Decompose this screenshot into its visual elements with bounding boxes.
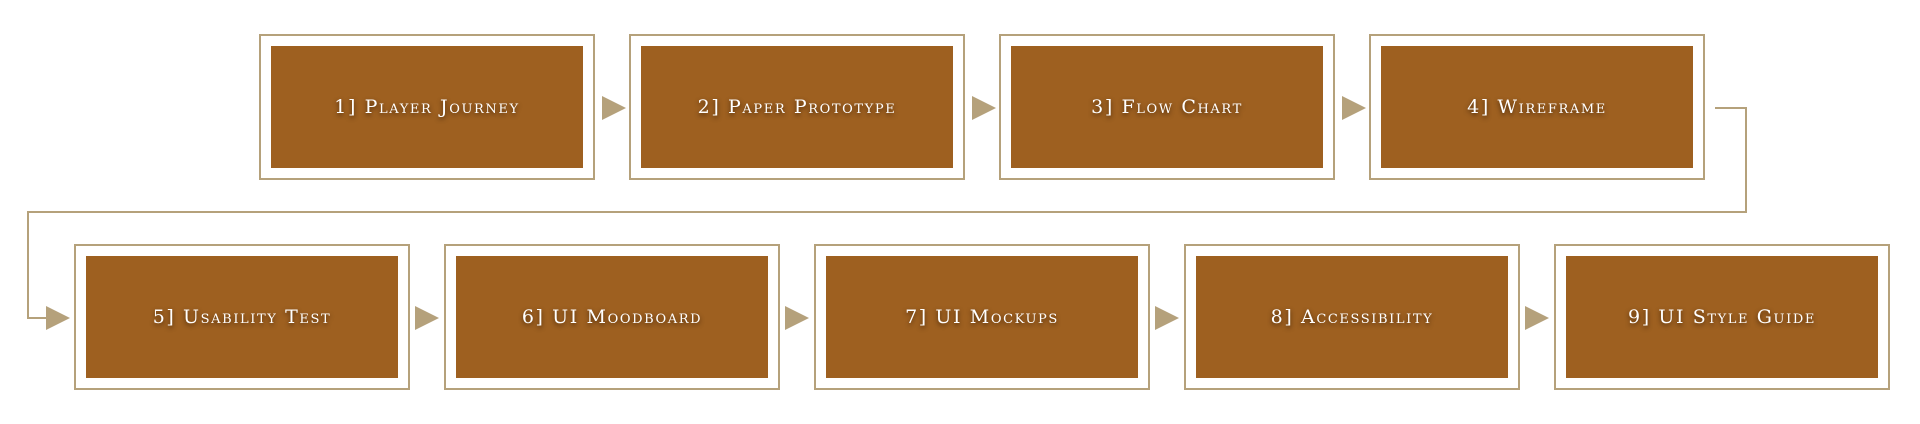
step-box: 9] UI Style Guide — [1554, 244, 1890, 390]
step-label: 4] Wireframe — [1467, 96, 1607, 118]
step-label: 3] Flow Chart — [1091, 96, 1243, 118]
arrow-icon — [602, 96, 626, 120]
step-box: 4] Wireframe — [1369, 34, 1705, 180]
arrow-icon — [1155, 306, 1179, 330]
arrow-icon — [46, 306, 70, 330]
step-fill: 3] Flow Chart — [1011, 46, 1323, 168]
step-label: 6] UI Moodboard — [521, 306, 703, 328]
step-fill: 9] UI Style Guide — [1566, 256, 1878, 378]
step-box: 6] UI Moodboard — [444, 244, 780, 390]
arrow-icon — [785, 306, 809, 330]
arrow-icon — [972, 96, 996, 120]
step-label: 1] Player Journey — [334, 96, 520, 118]
step-fill: 8] Accessibility — [1196, 256, 1508, 378]
step-label: 7] UI Mockups — [905, 306, 1059, 328]
step-label: 9] UI Style Guide — [1628, 306, 1816, 328]
step-label: 5] Usability Test — [152, 306, 332, 328]
step-label: 8] Accessibility — [1270, 306, 1434, 328]
arrow-icon — [1342, 96, 1366, 120]
step-box: 5] Usability Test — [74, 244, 410, 390]
step-label: 2] Paper Prototype — [697, 96, 897, 118]
step-fill: 4] Wireframe — [1381, 46, 1693, 168]
step-fill: 7] UI Mockups — [826, 256, 1138, 378]
step-fill: 1] Player Journey — [271, 46, 583, 168]
arrow-icon — [415, 306, 439, 330]
step-box: 7] UI Mockups — [814, 244, 1150, 390]
step-box: 3] Flow Chart — [999, 34, 1335, 180]
wrap-connector-line — [27, 107, 1747, 319]
step-fill: 6] UI Moodboard — [456, 256, 768, 378]
step-box: 8] Accessibility — [1184, 244, 1520, 390]
arrow-icon — [1525, 306, 1549, 330]
step-box: 2] Paper Prototype — [629, 34, 965, 180]
step-fill: 2] Paper Prototype — [641, 46, 953, 168]
step-box: 1] Player Journey — [259, 34, 595, 180]
step-fill: 5] Usability Test — [86, 256, 398, 378]
